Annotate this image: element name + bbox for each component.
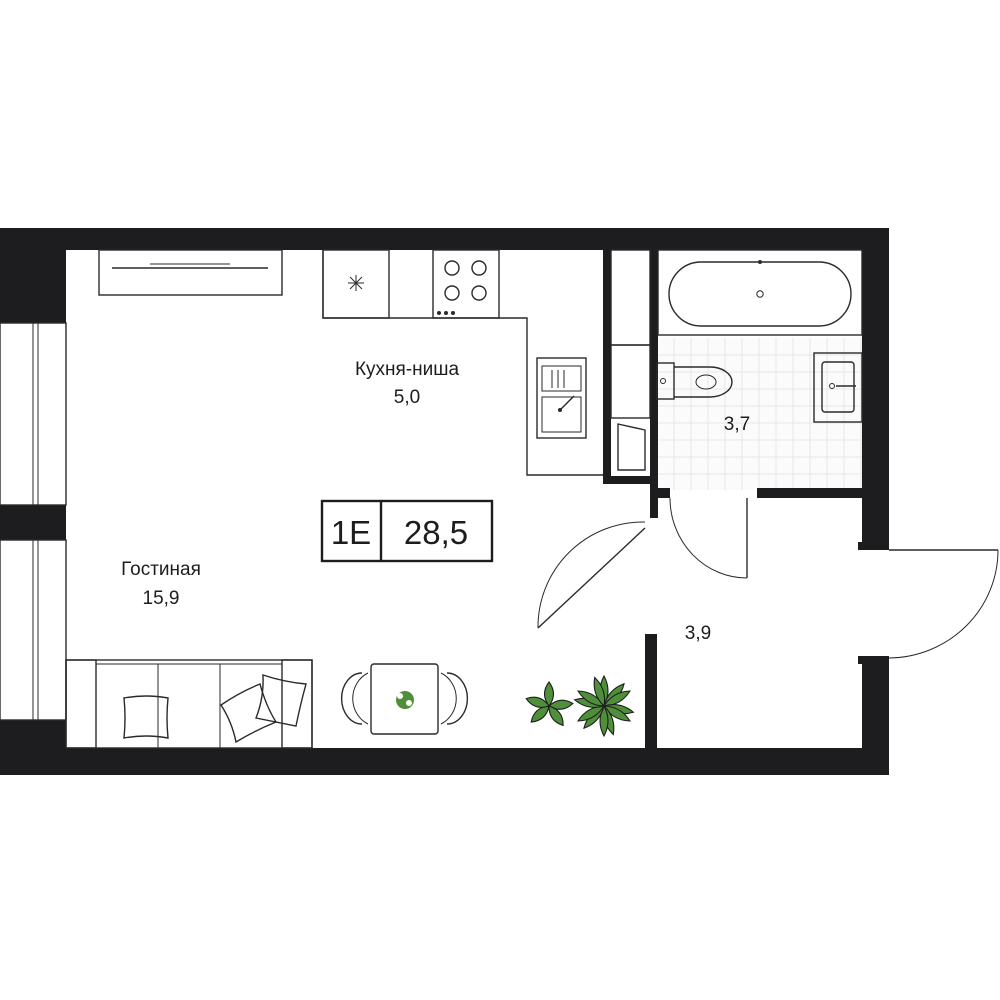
apartment-type: 1E bbox=[331, 514, 371, 551]
door-swing-icon-entrance bbox=[888, 549, 999, 659]
door-swing-icon-bathroom bbox=[669, 497, 748, 579]
bathtub-icon bbox=[657, 249, 863, 336]
hallway-area: 3,9 bbox=[685, 623, 711, 644]
window-upper bbox=[0, 322, 67, 506]
utility-cabinets bbox=[610, 249, 651, 471]
fridge-icon bbox=[322, 249, 390, 319]
kitchen-label: Кухня-ниша bbox=[355, 359, 460, 380]
door-swing-icon-hallway bbox=[537, 521, 646, 629]
kitchen-area: 5,0 bbox=[394, 387, 420, 408]
bathroom-area: 3,7 bbox=[724, 414, 750, 435]
pillow-icon bbox=[123, 674, 307, 744]
bathroom-tile-floor bbox=[657, 338, 862, 490]
chair-icon bbox=[340, 672, 469, 725]
radiator-icon bbox=[98, 249, 283, 296]
stove-icon bbox=[432, 249, 500, 319]
living-area: 15,9 bbox=[143, 588, 180, 609]
plant-icon-large bbox=[525, 674, 635, 738]
dining-table-icon bbox=[370, 663, 439, 735]
apartment-badge: 1E 28,5 bbox=[320, 499, 494, 563]
plant-icon bbox=[396, 691, 414, 709]
total-area: 28,5 bbox=[404, 514, 468, 551]
walls bbox=[0, 228, 889, 775]
toilet-icon bbox=[656, 362, 733, 400]
window-lower bbox=[0, 539, 67, 721]
kitchen-sink-icon bbox=[536, 357, 587, 439]
sink-icon bbox=[813, 352, 863, 423]
sofa-icon bbox=[65, 659, 313, 749]
living-label: Гостиная bbox=[121, 559, 201, 580]
